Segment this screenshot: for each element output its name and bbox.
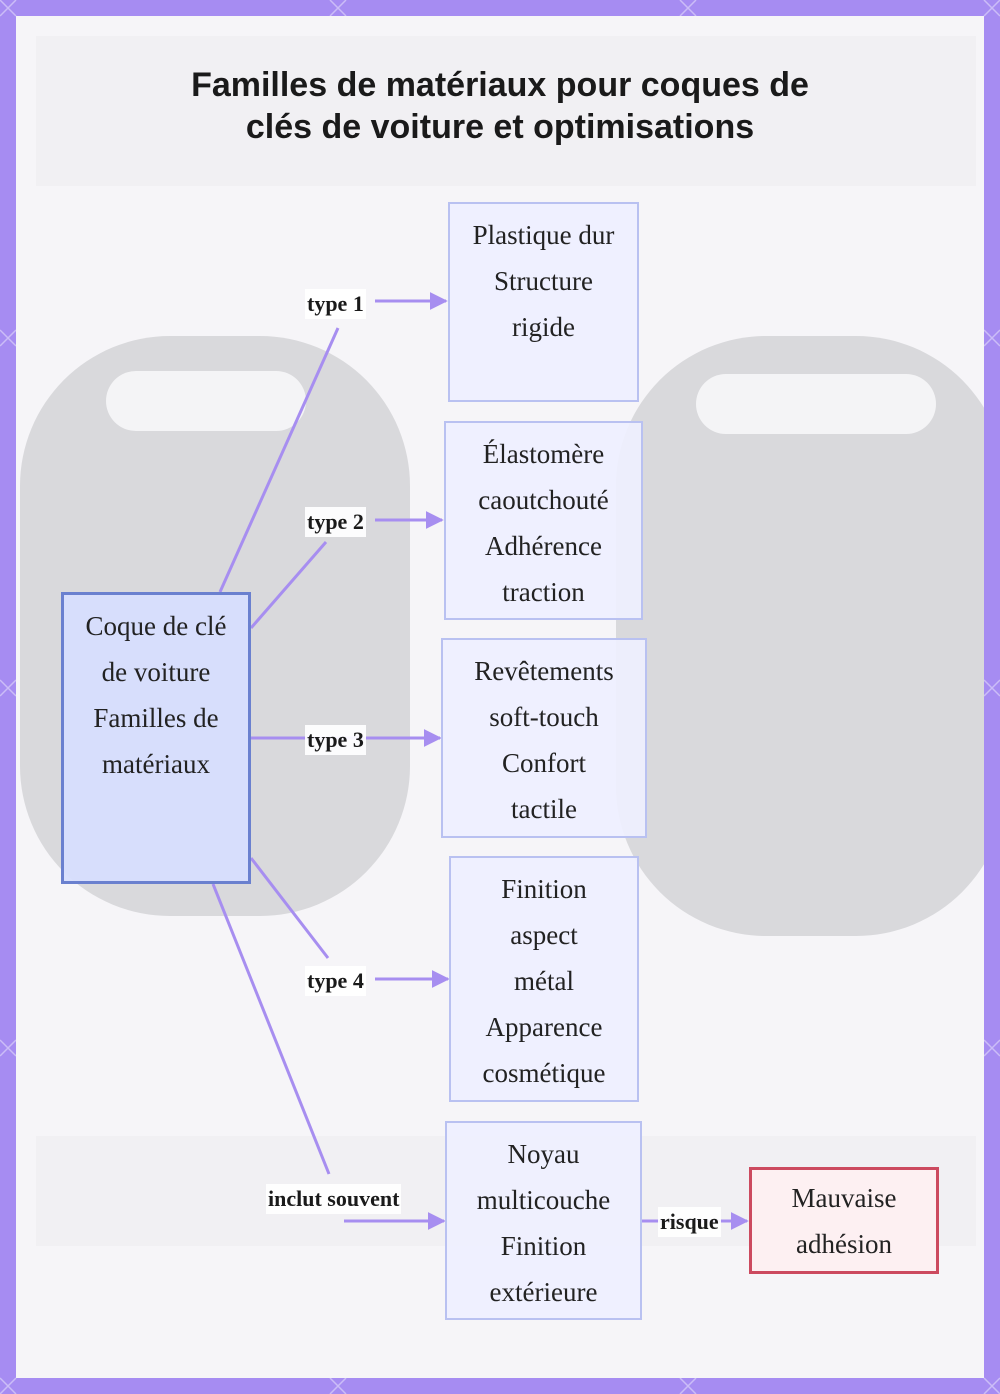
metal-finish-line-1: Finition <box>501 866 587 912</box>
node-metal-look-finish: Finition aspect métal Apparence cosmétiq… <box>449 856 639 1102</box>
center-line-4: matériaux <box>102 741 210 787</box>
multilayer-line-1: Noyau <box>508 1131 580 1177</box>
multilayer-line-2: multicouche <box>477 1177 610 1223</box>
elastomer-line-4: traction <box>502 569 584 615</box>
edge-includes-line <box>213 884 329 1174</box>
node-soft-touch-coatings: Revêtements soft-touch Confort tactile <box>441 638 647 838</box>
center-line-2: de voiture <box>102 649 211 695</box>
node-key-shell-material-families: Coque de clé de voiture Familles de maté… <box>61 592 251 884</box>
edge-type4-line <box>251 858 328 958</box>
multilayer-line-4: extérieure <box>490 1269 598 1315</box>
center-line-3: Familles de <box>93 695 218 741</box>
edge-type1-line <box>220 328 338 592</box>
hard-plastic-line-3: rigide <box>512 304 575 350</box>
elastomer-line-2: caoutchouté <box>478 477 608 523</box>
hard-plastic-line-2: Structure <box>494 258 593 304</box>
edge-label-type1: type 1 <box>305 289 366 319</box>
elastomer-line-1: Élastomère <box>483 431 604 477</box>
soft-touch-line-1: Revêtements <box>474 648 613 694</box>
metal-finish-line-4: Apparence <box>486 1004 603 1050</box>
edge-label-type3: type 3 <box>305 725 366 755</box>
node-multilayer-core: Noyau multicouche Finition extérieure <box>445 1121 642 1320</box>
poor-adhesion-line-1: Mauvaise <box>792 1175 897 1221</box>
soft-touch-line-4: tactile <box>511 786 577 832</box>
center-line-1: Coque de clé <box>86 603 227 649</box>
soft-touch-line-3: Confort <box>502 740 586 786</box>
metal-finish-line-2: aspect <box>510 912 577 958</box>
hard-plastic-line-1: Plastique dur <box>473 212 615 258</box>
edge-label-type2: type 2 <box>305 507 366 537</box>
multilayer-line-3: Finition <box>501 1223 587 1269</box>
poor-adhesion-line-2: adhésion <box>796 1221 892 1267</box>
metal-finish-line-3: métal <box>514 958 574 1004</box>
node-rubberized-elastomer: Élastomère caoutchouté Adhérence tractio… <box>444 421 643 620</box>
edge-label-risk: risque <box>658 1207 721 1237</box>
edge-type2-line <box>251 542 326 628</box>
elastomer-line-3: Adhérence <box>485 523 602 569</box>
node-hard-plastic: Plastique dur Structure rigide <box>448 202 639 402</box>
edge-label-includes: inclut souvent <box>266 1184 401 1214</box>
metal-finish-line-5: cosmétique <box>483 1050 606 1096</box>
edge-label-type4: type 4 <box>305 966 366 996</box>
node-poor-adhesion: Mauvaise adhésion <box>749 1167 939 1274</box>
soft-touch-line-2: soft-touch <box>489 694 598 740</box>
